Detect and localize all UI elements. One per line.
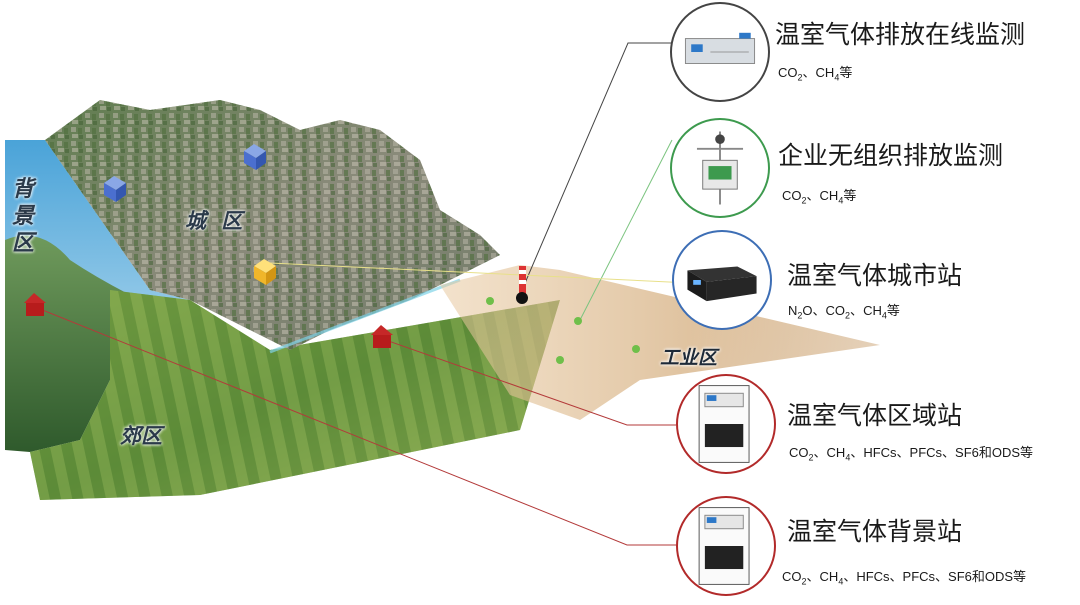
chimney-marker (516, 266, 528, 304)
station-gases: N2O、CO2、CH4等 (788, 303, 900, 321)
red-house-marker (24, 293, 46, 316)
analyzer-cabinet-icon (676, 374, 776, 474)
station-gases: CO2、CH4、HFCs、PFCs、SF6和ODS等 (789, 445, 1034, 463)
station-title: 温室气体背景站 (787, 517, 963, 546)
fugitive-monitor-icon (670, 118, 770, 218)
rack-server-icon (672, 230, 772, 330)
city-zone-label: 城 区 (185, 209, 247, 233)
station-title: 温室气体城市站 (787, 261, 963, 290)
suburb-zone-label: 郊区 (120, 424, 162, 448)
online-analyzer-icon (670, 2, 770, 102)
blue-cube-marker (244, 144, 266, 170)
station-title: 企业无组织排放监测 (778, 141, 1004, 170)
red-house-marker (371, 325, 393, 348)
station-title: 温室气体排放在线监测 (775, 20, 1026, 49)
background-zone-label: 背景区 (12, 177, 35, 256)
blue-cube-marker (104, 176, 126, 202)
station-title: 温室气体区域站 (787, 401, 963, 430)
industrial-zone-label: 工业区 (660, 347, 718, 369)
analyzer-cabinet-icon (676, 496, 776, 596)
station-gases: CO2、CH4、HFCs、PFCs、SF6和ODS等 (782, 569, 1027, 587)
station-gases: CO2、CH4等 (778, 65, 853, 83)
station-gases: CO2、CH4等 (782, 188, 857, 206)
yellow-cube-marker (254, 259, 276, 285)
